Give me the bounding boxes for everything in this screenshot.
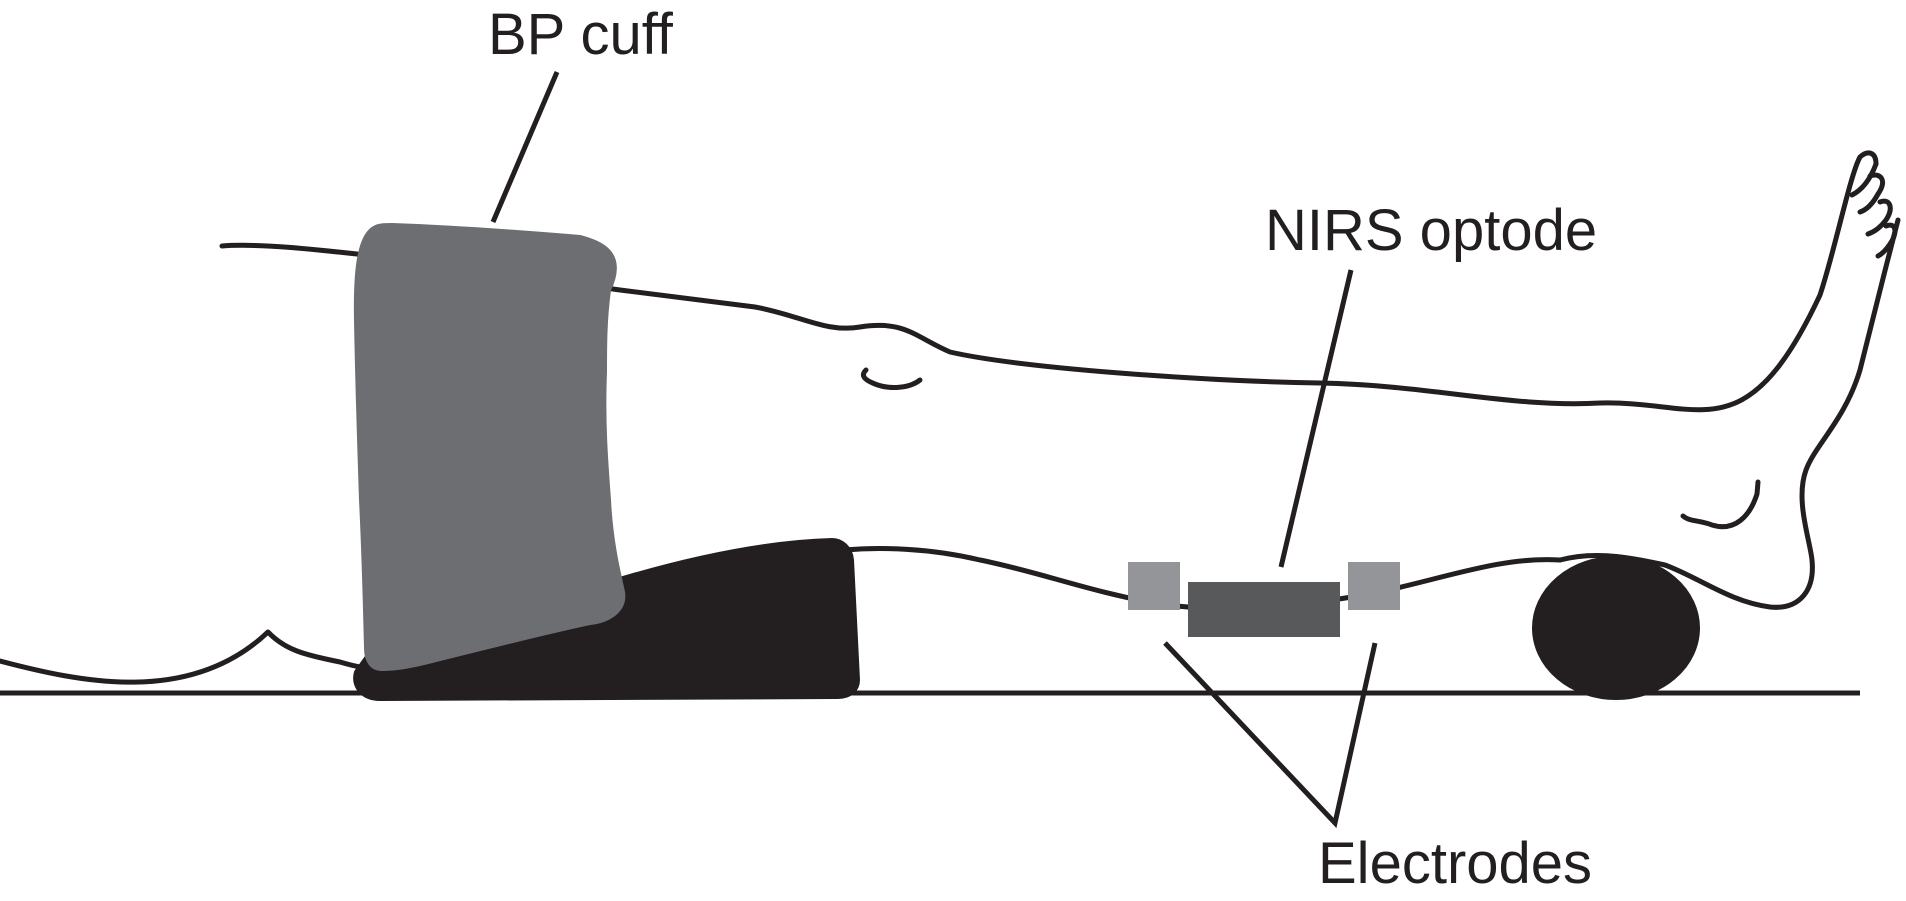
leg-upper-outline xyxy=(219,150,1879,413)
knee-crease-mark xyxy=(860,367,923,390)
electrode-right xyxy=(1348,562,1400,610)
heel-support xyxy=(1532,556,1700,700)
nirs-optode-leader-line xyxy=(1278,269,1354,568)
nirs-optode xyxy=(1188,582,1340,637)
buttock-outline xyxy=(0,629,388,685)
bp-cuff-leader-line xyxy=(490,71,560,223)
bp-cuff-label: BP cuff xyxy=(488,2,674,67)
ankle-bone-mark xyxy=(1680,479,1761,530)
electrodes-label: Electrodes xyxy=(1318,831,1592,896)
nirs-optode-label: NIRS optode xyxy=(1265,198,1597,263)
bp-cuff xyxy=(353,223,626,671)
electrodes-leader-lines xyxy=(1163,641,1378,829)
foot-front-outline xyxy=(1557,217,1901,610)
toes-outline xyxy=(1849,161,1898,259)
electrode-left xyxy=(1128,562,1180,610)
